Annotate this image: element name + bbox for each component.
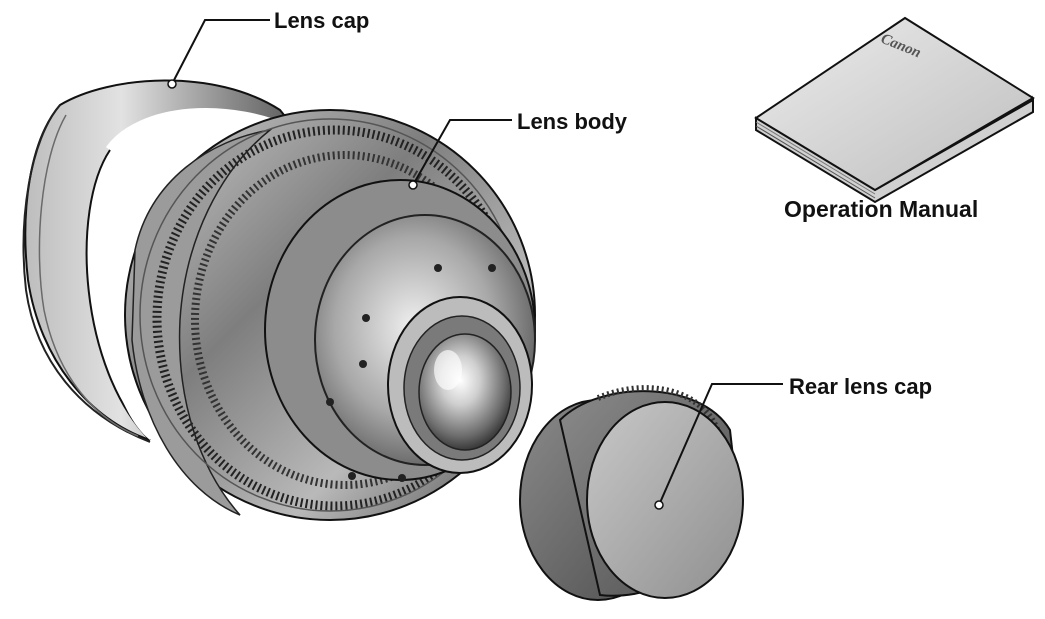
- rear-lens-cap-label: Rear lens cap: [789, 374, 933, 399]
- lens-cap-label: Lens cap: [274, 8, 370, 33]
- operation-manual-label: Operation Manual: [784, 196, 979, 222]
- callout-rear-lens-cap: [654, 383, 783, 510]
- operation-manual-illustration: Canon: [754, 16, 1035, 204]
- lens-body-label: Lens body: [517, 109, 628, 134]
- callout-lens-cap: [167, 19, 270, 89]
- rear-lens-cap-illustration: [519, 385, 744, 601]
- lens-body-illustration: [98, 109, 536, 521]
- callout-lens-body: [408, 119, 512, 190]
